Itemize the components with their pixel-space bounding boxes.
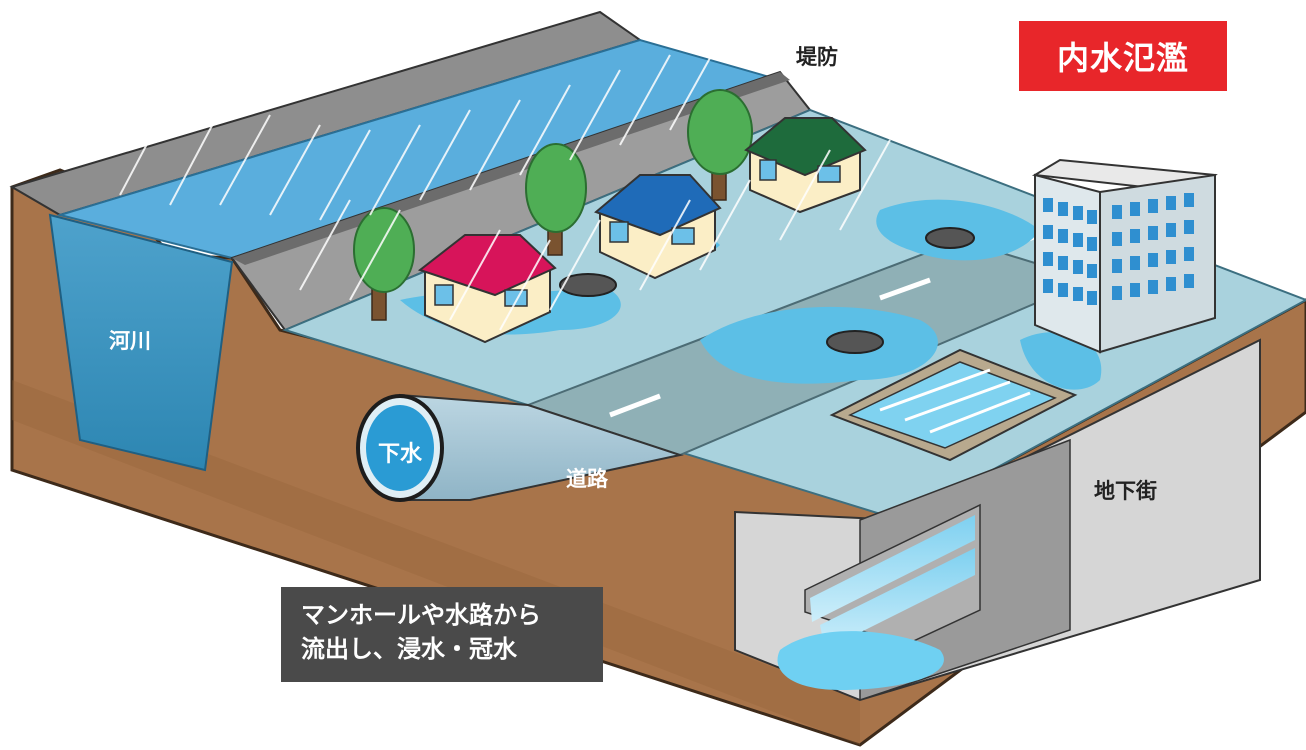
underground-mall-label: 地下街 <box>1094 479 1157 503</box>
rain-lines <box>119 39 891 331</box>
house-icon-red <box>417 234 557 344</box>
explanation-note: マンホールや水路から 流出し、浸水・冠水 <box>281 587 603 682</box>
underground-flood-water <box>777 631 944 690</box>
building-icon <box>1031 158 1218 354</box>
title-badge: 内水氾濫 <box>1019 21 1227 91</box>
stairs-entrance-icon <box>829 348 1078 462</box>
manhole-icon <box>559 273 617 297</box>
sewer-label: 下水 <box>378 442 423 467</box>
stairs-icon <box>804 503 981 650</box>
soil-front-face <box>12 380 860 745</box>
manhole-icon <box>925 227 975 249</box>
road-center-line-3 <box>879 277 931 301</box>
tree-icon <box>353 207 415 321</box>
road-center-line-1 <box>609 393 661 418</box>
tree-icon <box>525 143 587 256</box>
river-water <box>48 213 234 472</box>
tree-icon <box>687 89 753 201</box>
river-label: 河川 <box>109 329 151 353</box>
road-label: 道路 <box>566 467 608 491</box>
levee-label: 堤防 <box>796 45 838 69</box>
house-icon-green <box>744 117 867 214</box>
note-line-1: マンホールや水路から <box>301 601 541 629</box>
note-line-2: 流出し、浸水・冠水 <box>301 635 517 663</box>
flood-water-patch-2 <box>700 306 938 384</box>
flood-water-patch-4 <box>1020 332 1102 390</box>
sewer-pipe-icon <box>356 393 684 502</box>
manhole-icon <box>826 330 884 354</box>
